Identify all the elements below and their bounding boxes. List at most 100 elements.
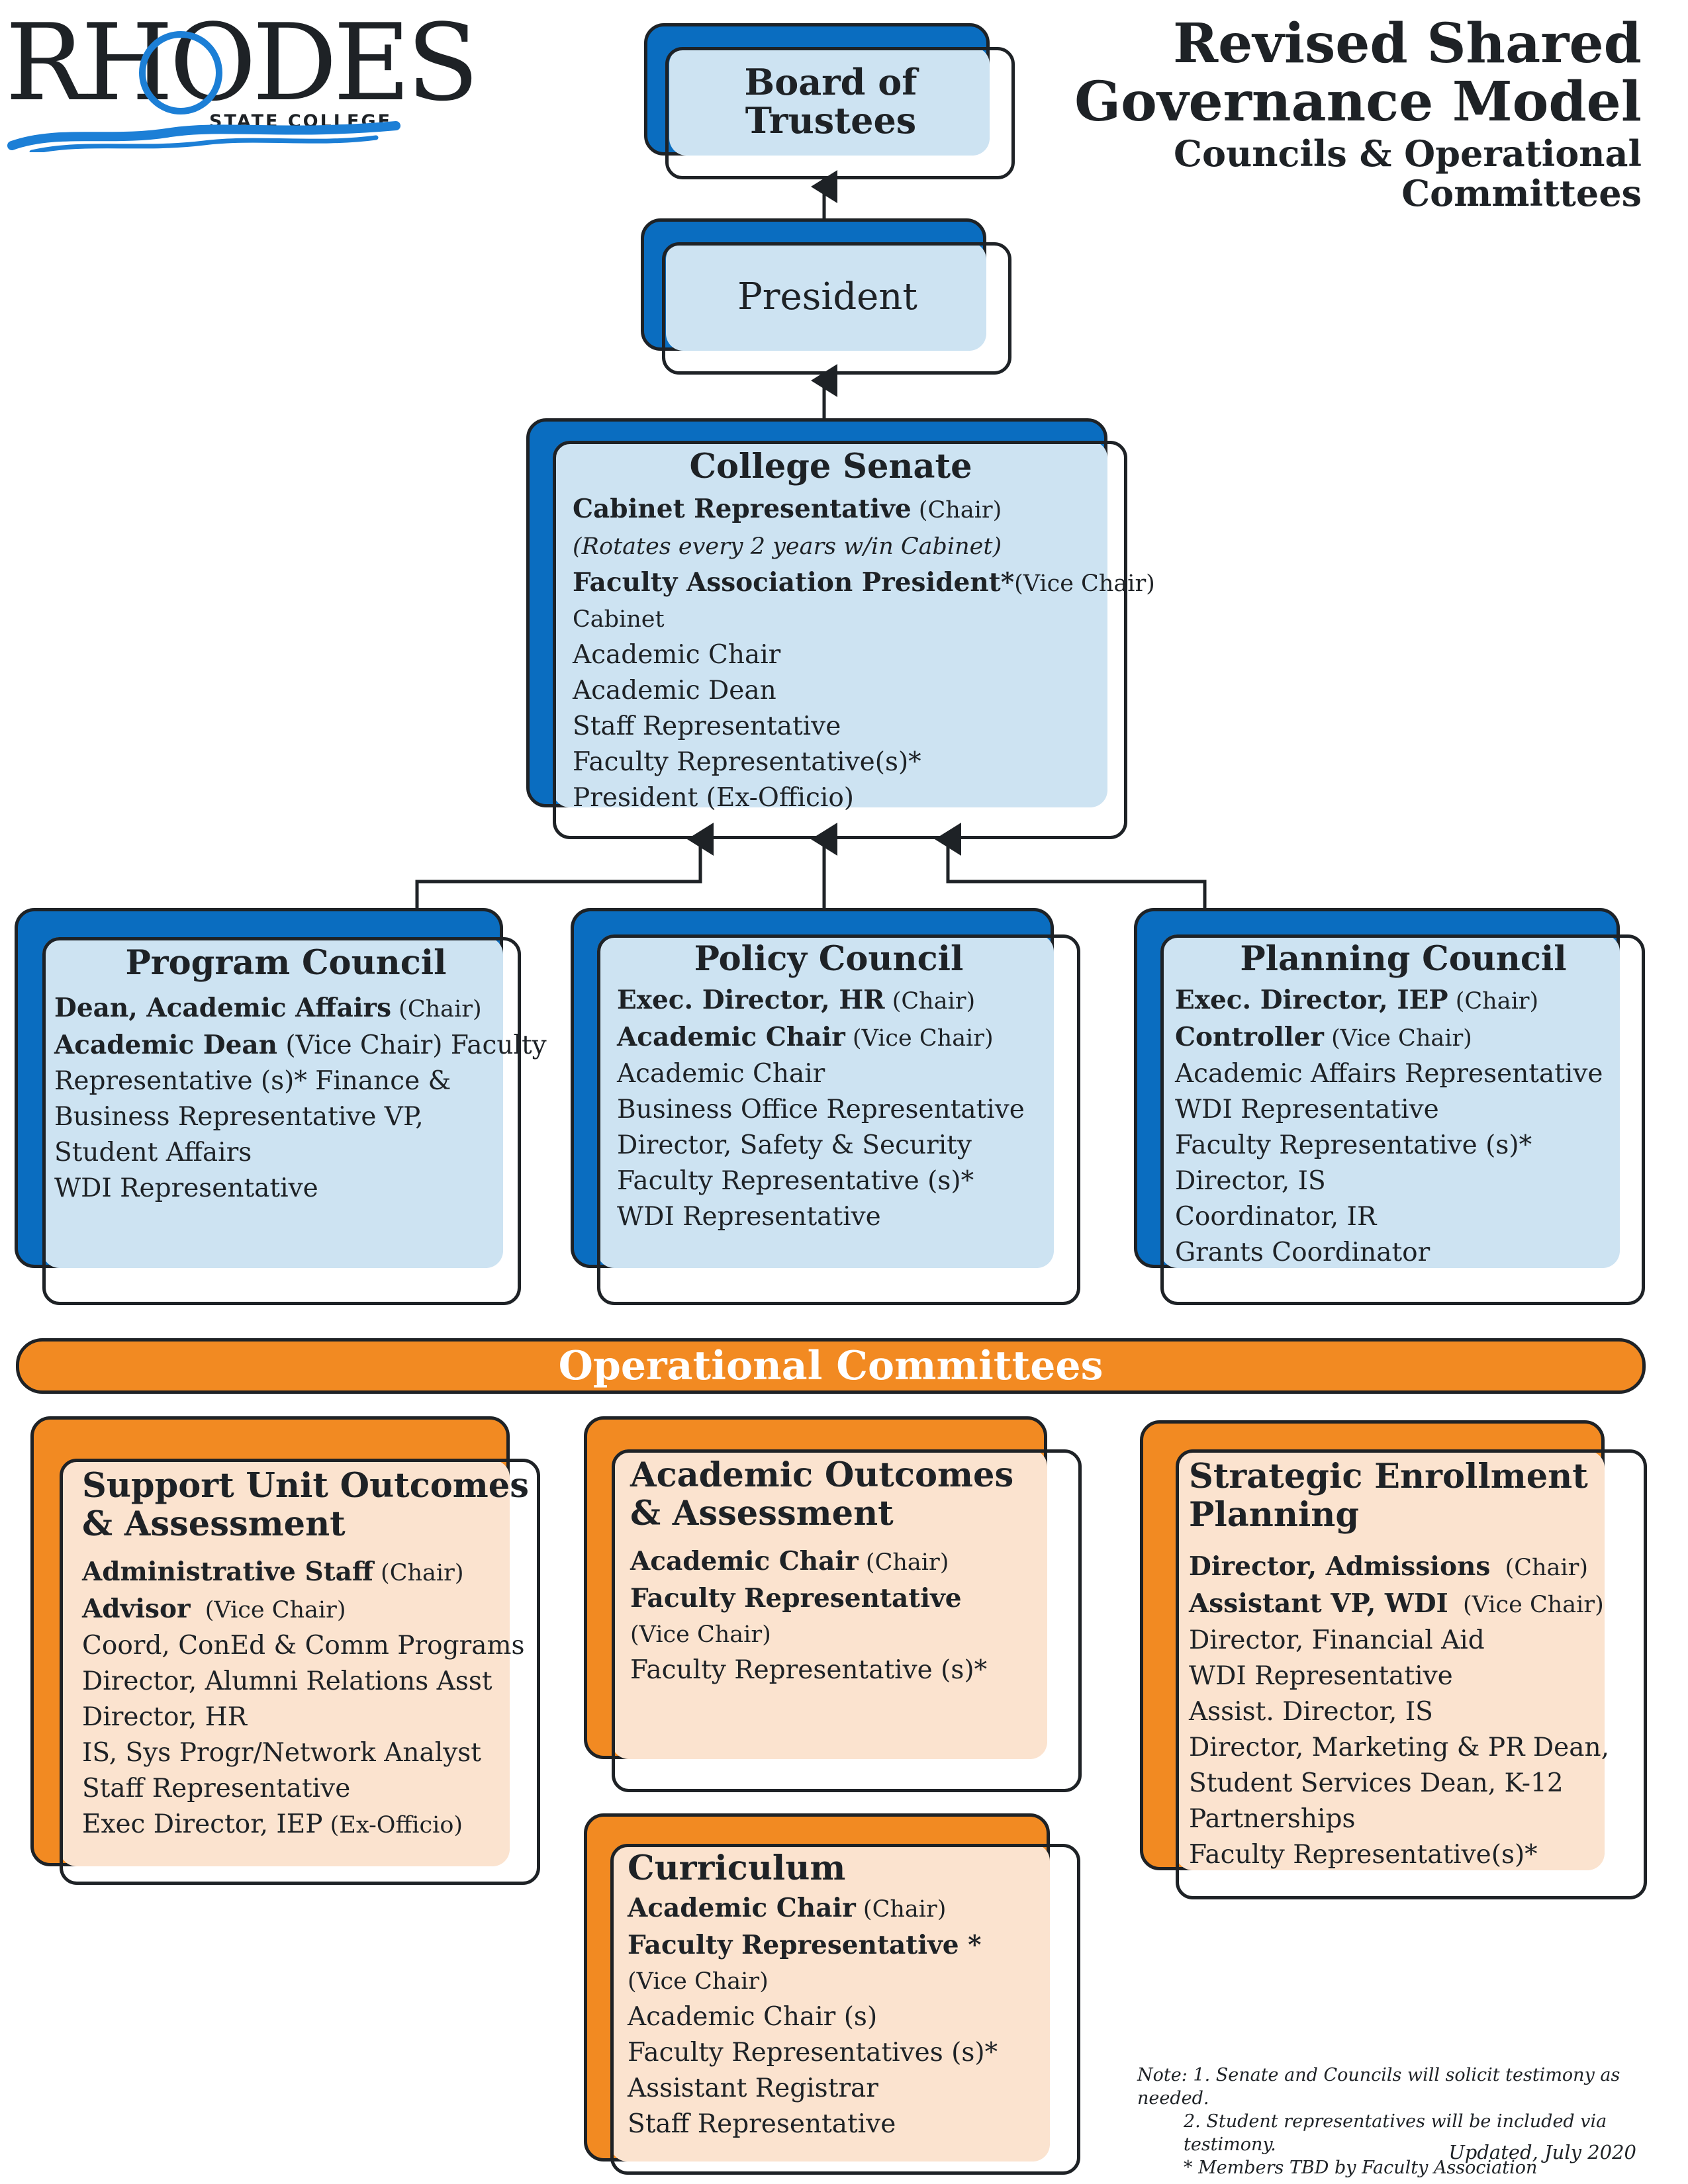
page-subtitle-line-2: Committees xyxy=(1401,172,1642,214)
line-planning-to-senate xyxy=(935,823,1207,908)
page-title-line-1: Revised Shared xyxy=(1172,12,1642,75)
support-vice-chair-role: (Vice Chair) xyxy=(190,1597,346,1623)
senate-vice-chair-role: (Vice Chair) xyxy=(1014,570,1155,597)
strategic-title-line-2: Planning xyxy=(1189,1495,1360,1535)
program-vice-chair: Academic Dean xyxy=(54,1030,278,1060)
support-member-role: (Ex-Officio) xyxy=(322,1812,463,1839)
academic-chair: Academic Chair xyxy=(630,1546,859,1576)
curriculum-chair-role: (Chair) xyxy=(855,1896,947,1923)
updated-date: Updated, July 2020 xyxy=(1448,2141,1636,2163)
curriculum-title: Curriculum xyxy=(628,1848,846,1888)
academic-member: Faculty Representative (s)* xyxy=(630,1655,988,1685)
board-title: Board of Trustees xyxy=(744,61,917,142)
program-vice-chair-role: (Vice Chair) Faculty xyxy=(277,1030,547,1060)
policy-member: Director, Safety & Security xyxy=(617,1130,972,1160)
support-chair: Administrative Staff xyxy=(82,1557,373,1587)
planning-chair-role: (Chair) xyxy=(1448,988,1539,1015)
program-member: Business Representative VP, xyxy=(54,1102,424,1132)
strategic-member: Student Services Dean, K-12 xyxy=(1189,1768,1564,1798)
policy-member: Academic Chair xyxy=(617,1059,825,1089)
curriculum-card: Curriculum Academic Chair (Chair) Facult… xyxy=(584,1813,1080,2175)
curriculum-vice-chair: Faculty Representative * xyxy=(628,1930,982,1960)
support-title-line-2: & Assessment xyxy=(82,1504,346,1544)
curriculum-member: Assistant Registrar xyxy=(628,2073,878,2103)
note-line-2: 2. Student representatives will be inclu… xyxy=(1184,2111,1607,2155)
planning-member: WDI Representative xyxy=(1175,1095,1439,1124)
policy-title: Policy Council xyxy=(694,939,964,979)
policy-vice-chair-role: (Vice Chair) xyxy=(845,1025,994,1052)
program-chair: Dean, Academic Affairs xyxy=(54,993,392,1023)
curriculum-member: Staff Representative xyxy=(628,2109,896,2139)
strategic-member: Faculty Representative(s)* xyxy=(1189,1840,1538,1870)
strategic-member: Director, Marketing & PR Dean, xyxy=(1189,1733,1610,1762)
policy-chair-role: (Chair) xyxy=(884,988,976,1015)
curriculum-member: Academic Chair (s) xyxy=(628,2002,878,2032)
program-member: Student Affairs xyxy=(54,1138,252,1167)
support-member: Coord, ConEd & Comm Programs xyxy=(82,1631,525,1661)
planning-member: Coordinator, IR xyxy=(1175,1202,1377,1232)
college-senate-card: College Senate Cabinet Representative (C… xyxy=(526,418,1155,839)
planning-member: Academic Affairs Representative xyxy=(1175,1059,1603,1089)
strategic-chair: Director, Admissions xyxy=(1189,1551,1491,1582)
footnotes: Note: 1. Senate and Councils will solici… xyxy=(1137,2064,1654,2179)
strategic-chair-role: (Chair) xyxy=(1490,1555,1588,1581)
strategic-member: Assist. Director, IS xyxy=(1189,1697,1433,1727)
academic-chair-role: (Chair) xyxy=(858,1549,949,1576)
senate-member: Cabinet xyxy=(573,606,665,633)
policy-member: WDI Representative xyxy=(617,1202,881,1232)
operational-committees-title: Operational Committees xyxy=(558,1343,1103,1389)
academic-title-line-1: Academic Outcomes xyxy=(630,1455,1014,1495)
senate-title: College Senate xyxy=(689,447,972,486)
planning-chair: Exec. Director, IEP xyxy=(1175,985,1448,1015)
support-member: Director, Alumni Relations Asst xyxy=(82,1666,492,1696)
note-line-1: Note: 1. Senate and Councils will solici… xyxy=(1137,2065,1620,2109)
academic-vice-chair-role: (Vice Chair) xyxy=(630,1621,771,1648)
logo-wordmark: RHODES xyxy=(5,1,479,124)
program-chair-role: (Chair) xyxy=(391,996,482,1023)
strategic-member: Director, Financial Aid xyxy=(1189,1625,1485,1655)
note-line-3: * Members TBD by Faculty Association xyxy=(1184,2158,1538,2178)
planning-member: Grants Coordinator xyxy=(1175,1238,1430,1267)
policy-member: Faculty Representative (s)* xyxy=(617,1166,974,1196)
policy-council-card: Policy Council Exec. Director, HR (Chair… xyxy=(571,908,1080,1305)
senate-chair-role: (Chair) xyxy=(911,497,1002,523)
operational-committees-banner: Operational Committees xyxy=(16,1338,1646,1394)
support-chair-role: (Chair) xyxy=(373,1560,464,1586)
support-vice-chair: Advisor xyxy=(82,1594,191,1624)
strategic-vice-chair: Assistant VP, WDI xyxy=(1189,1588,1448,1619)
senate-vice-chair: Faculty Association President* xyxy=(573,567,1015,598)
page-title-line-2: Governance Model xyxy=(1074,70,1642,134)
senate-member: Academic Chair xyxy=(573,640,781,670)
senate-rotation-note: (Rotates every 2 years w/in Cabinet) xyxy=(573,533,1002,560)
planning-member: Faculty Representative (s)* xyxy=(1175,1130,1532,1160)
curriculum-chair: Academic Chair xyxy=(628,1893,856,1923)
planning-council-card: Planning Council Exec. Director, IEP (Ch… xyxy=(1134,908,1645,1305)
policy-vice-chair: Academic Chair xyxy=(617,1022,845,1052)
college-logo: RHODES STATE COLLEGE xyxy=(5,7,479,152)
academic-vice-chair: Faculty Representative xyxy=(630,1583,962,1614)
strategic-vice-chair-role: (Vice Chair) xyxy=(1448,1592,1604,1618)
senate-member: Faculty Representative(s)* xyxy=(573,747,921,777)
senate-member: Staff Representative xyxy=(573,711,841,741)
policy-chair: Exec. Director, HR xyxy=(617,985,885,1015)
support-member: Staff Representative xyxy=(82,1774,351,1803)
planning-vice-chair: Controller xyxy=(1175,1022,1324,1052)
senate-chair: Cabinet Representative xyxy=(573,494,912,524)
strategic-member: WDI Representative xyxy=(1189,1661,1453,1691)
program-member: Representative (s)* Finance & xyxy=(54,1066,451,1096)
support-member: Director, HR xyxy=(82,1702,247,1732)
support-member: Exec Director, IEP xyxy=(82,1809,323,1839)
curriculum-vice-chair-role: (Vice Chair) xyxy=(628,1968,769,1995)
policy-member: Business Office Representative xyxy=(617,1095,1025,1124)
logo-swoosh-icon xyxy=(7,31,400,152)
program-title: Program Council xyxy=(125,943,447,983)
planning-vice-chair-role: (Vice Chair) xyxy=(1323,1025,1472,1052)
senate-member: President (Ex-Officio) xyxy=(573,783,855,813)
page-subtitle-line-1: Councils & Operational xyxy=(1173,132,1642,175)
academic-title-line-2: & Assessment xyxy=(630,1494,894,1533)
line-program-to-senate xyxy=(415,823,714,908)
academic-outcomes-card: Academic Outcomes & Assessment Academic … xyxy=(584,1416,1082,1792)
support-unit-outcomes-card: Support Unit Outcomes & Assessment Admin… xyxy=(30,1416,540,1885)
strategic-title-line-1: Strategic Enrollment xyxy=(1189,1457,1588,1496)
page-header: Revised Shared Governance Model Councils… xyxy=(980,15,1642,213)
